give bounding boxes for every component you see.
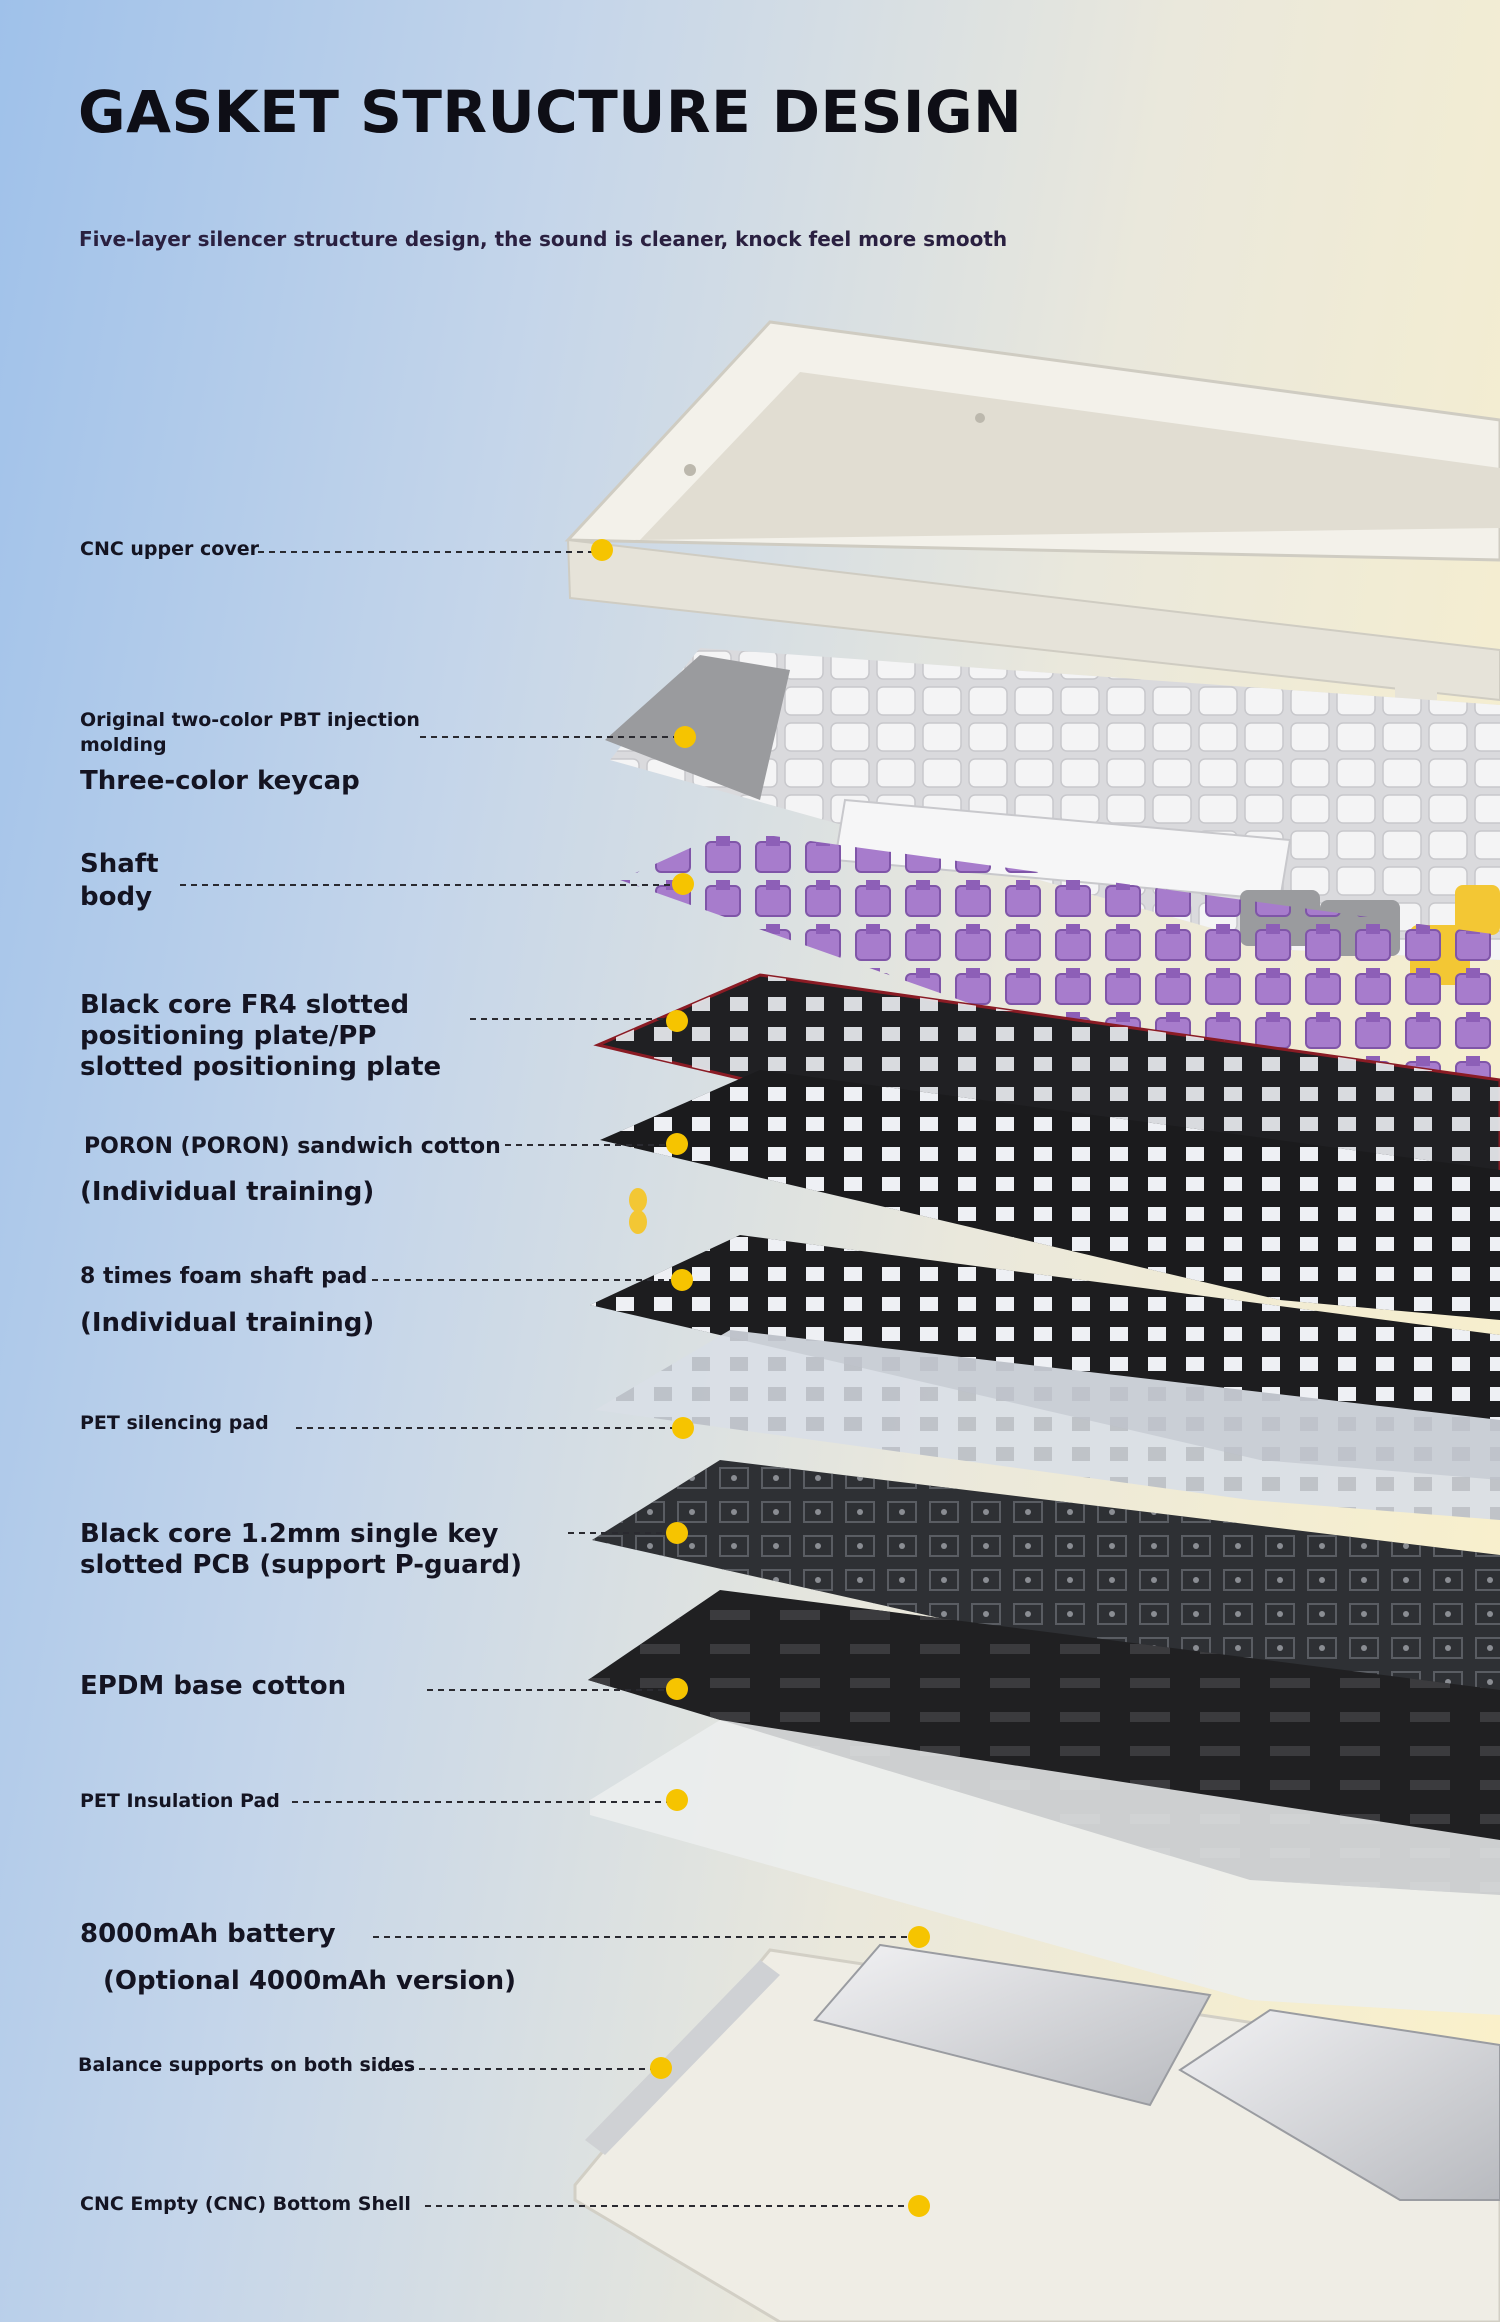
label-battery-note: (Optional 4000mAh version) (103, 1966, 517, 1996)
battery-modules (813, 1943, 1500, 2201)
label-pcb: Black core 1.2mm single key slotted PCB … (80, 1519, 523, 1581)
label-pet-insulation: PET Insulation Pad (80, 1790, 280, 1812)
label-cnc-upper-cover: CNC upper cover (80, 538, 259, 560)
pet-silencing-pad (595, 1330, 1500, 1520)
poron-layer (600, 1070, 1500, 1320)
label-pet-silencing: PET silencing pad (80, 1412, 269, 1434)
label-pbt-molding: Original two-color PBT injection molding (80, 709, 420, 756)
label-balance-supports: Balance supports on both sides (78, 2054, 416, 2076)
label-keycap: Three-color keycap (80, 766, 360, 796)
label-positioning-plate: Black core FR4 slotted positioning plate… (80, 990, 442, 1083)
pcb-layer (592, 1460, 1500, 1700)
label-poron-note: (Individual training) (80, 1177, 375, 1207)
label-battery: 8000mAh battery (80, 1919, 336, 1949)
label-foam-pad: 8 times foam shaft pad (80, 1264, 368, 1289)
callout-dots (591, 539, 930, 2217)
keycap-layer (605, 648, 1500, 985)
label-foam-note: (Individual training) (80, 1308, 375, 1338)
page-title: GASKET STRUCTURE DESIGN (78, 78, 1023, 146)
label-poron: PORON (PORON) sandwich cotton (84, 1134, 501, 1159)
leader-lines (180, 551, 912, 2207)
label-bottom-shell: CNC Empty (CNC) Bottom Shell (80, 2193, 411, 2215)
page-subtitle: Five-layer silencer structure design, th… (79, 227, 1008, 251)
label-shaft-body: Shaft body (80, 849, 159, 912)
upper-cover-frame (564, 320, 1500, 702)
pet-insulation-pad (590, 1720, 1500, 2015)
label-epdm: EPDM base cotton (80, 1671, 347, 1701)
